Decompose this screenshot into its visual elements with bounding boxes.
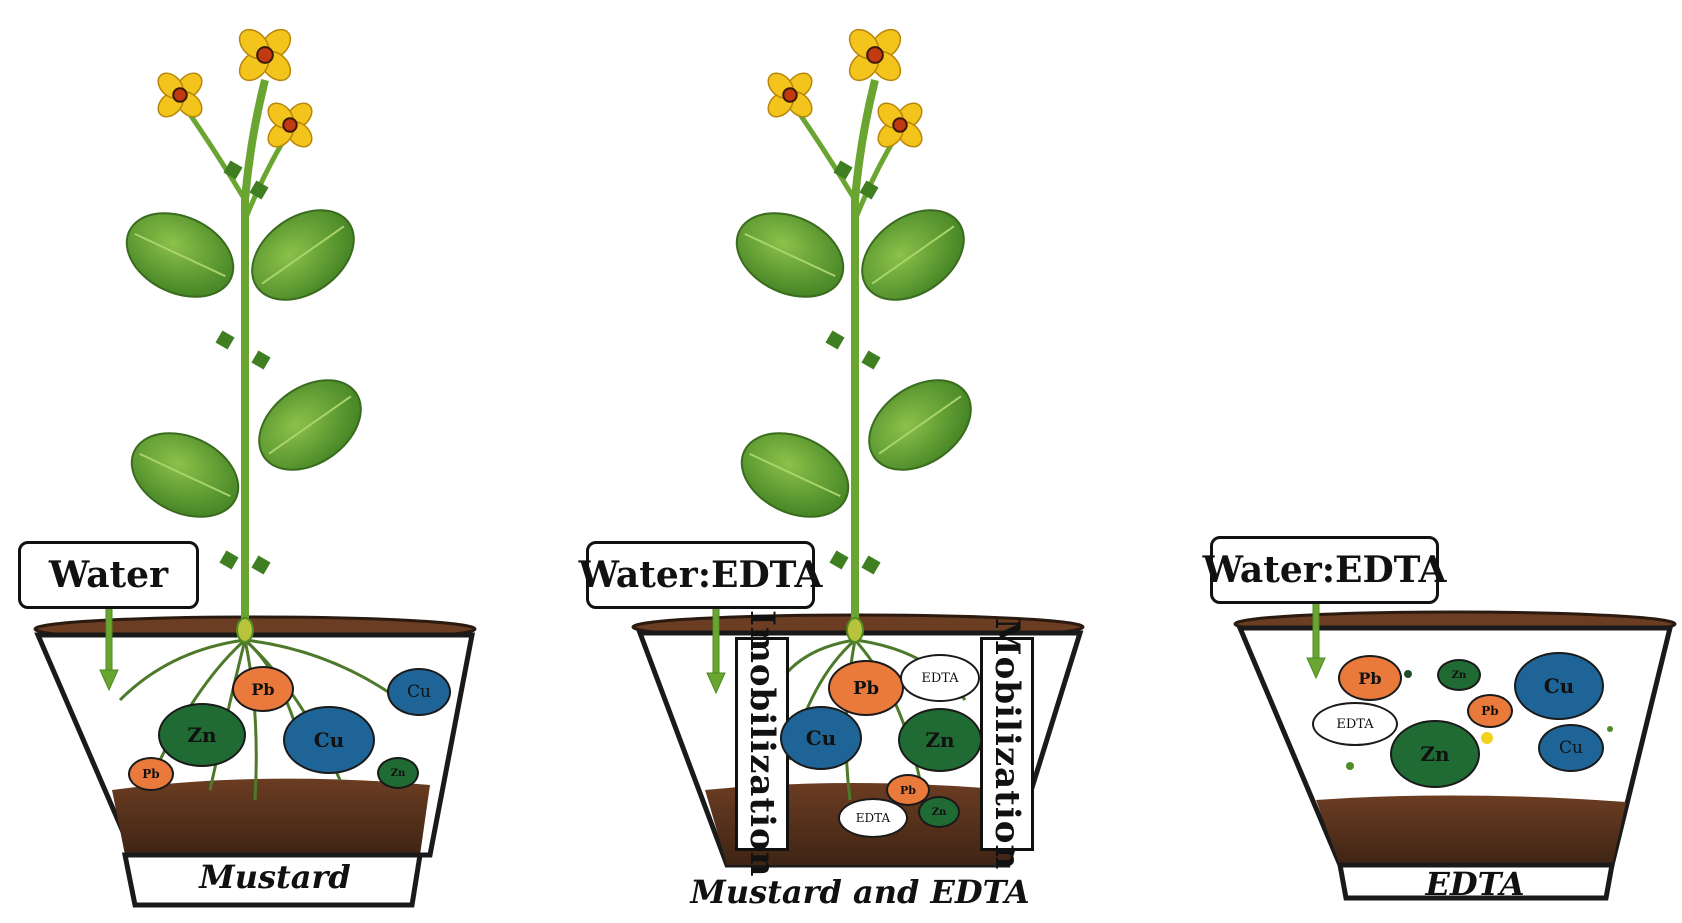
flower xyxy=(153,68,206,121)
leaflet xyxy=(861,555,880,574)
leaflet xyxy=(825,330,844,349)
left-zn-ion: Zn xyxy=(158,703,246,767)
right-cu-small-ion: Cu xyxy=(1538,724,1604,772)
leaflet xyxy=(215,330,234,349)
middle-zn-ion: Zn xyxy=(898,708,982,772)
leaf xyxy=(242,362,377,488)
right-edta: EDTA xyxy=(1312,702,1398,746)
left-cu-right-ion: Cu xyxy=(387,668,451,716)
mobilization-label: Mobilization xyxy=(980,637,1034,851)
flower xyxy=(263,98,316,151)
right-input-label: Water:EDTA xyxy=(1210,536,1439,604)
leaf xyxy=(723,197,857,313)
stem-base xyxy=(847,618,863,642)
middle-caption: Mustard and EDTA xyxy=(660,873,1060,911)
middle-cu-ion: Cu xyxy=(780,706,862,770)
leaf xyxy=(845,192,980,318)
right-cu-ion: Cu xyxy=(1514,652,1604,720)
middle-input-label: Water:EDTA xyxy=(586,541,815,609)
leaf xyxy=(113,197,247,313)
leaflet xyxy=(219,550,238,569)
leaflet xyxy=(223,160,242,179)
left-cu-ion: Cu xyxy=(283,706,375,774)
right-pb-small-ion: Pb xyxy=(1467,694,1513,728)
flower xyxy=(844,24,906,86)
leaf xyxy=(235,192,370,318)
flower xyxy=(763,68,816,121)
left-pb-ion: Pb xyxy=(232,666,294,712)
left-input-label: Water xyxy=(18,541,199,609)
leaflet xyxy=(251,350,270,369)
flower xyxy=(873,98,926,151)
left-zn-small-ion: Zn xyxy=(377,757,419,789)
right-zn-tiny-ion: Zn xyxy=(1437,659,1481,691)
leaflet xyxy=(861,350,880,369)
middle-edta-top: EDTA xyxy=(900,654,980,702)
right-pb-ion: Pb xyxy=(1338,655,1402,701)
leaf xyxy=(118,417,252,533)
leaf xyxy=(852,362,987,488)
right-pot-soil xyxy=(1316,795,1626,865)
right-zn-ion: Zn xyxy=(1390,720,1480,788)
leaflet xyxy=(833,160,852,179)
middle-edta-bottom: EDTA xyxy=(838,798,908,838)
leaf xyxy=(728,417,862,533)
left-caption: Mustard xyxy=(140,858,410,896)
flower xyxy=(234,24,296,86)
leaflet xyxy=(251,555,270,574)
leaflet xyxy=(829,550,848,569)
middle-zn-small-ion: Zn xyxy=(918,796,960,828)
right-caption: EDTA xyxy=(1350,865,1600,903)
left-pb-small-ion: Pb xyxy=(128,757,174,791)
left-pot-soil xyxy=(112,779,430,855)
stem-base xyxy=(237,618,253,642)
middle-pb-ion: Pb xyxy=(828,660,904,716)
